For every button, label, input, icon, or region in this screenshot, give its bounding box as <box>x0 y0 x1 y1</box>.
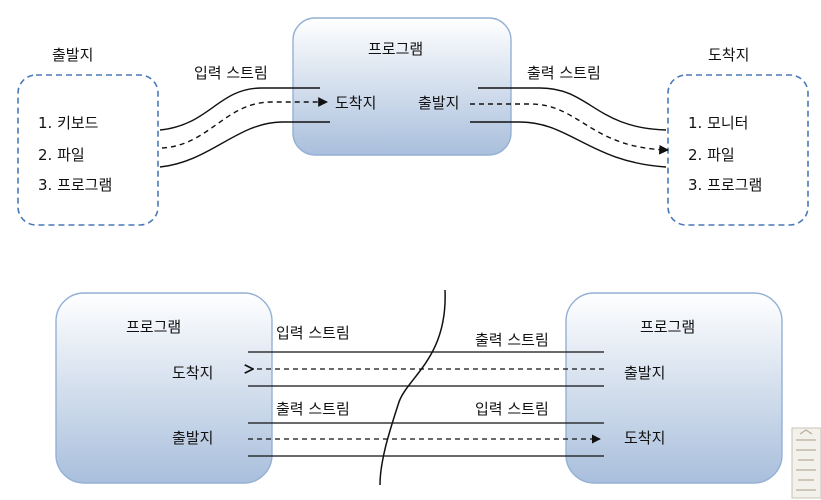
right-source-label: 출발지 <box>624 364 666 382</box>
output-stream-arrow <box>470 103 669 155</box>
left-dest-label: 도착지 <box>172 364 214 382</box>
dest-title: 도착지 <box>708 46 750 64</box>
program-box-right <box>565 292 783 484</box>
program-out-label: 출발지 <box>418 94 460 112</box>
source-title: 출발지 <box>52 46 94 64</box>
seal-stamp-image <box>791 427 821 499</box>
dest-item-monitor: 1. 모니터 <box>688 114 749 132</box>
output-stream-label-top: 출력 스트림 <box>527 64 601 82</box>
input-stream-upper-line <box>159 87 320 131</box>
source-item-keyboard: 1. 키보드 <box>38 114 99 132</box>
source-item-program: 3. 프로그램 <box>38 176 113 194</box>
dest-item-program: 3. 프로그램 <box>688 176 763 194</box>
program-box-top <box>292 17 512 156</box>
source-box <box>17 74 159 226</box>
source-item-file: 2. 파일 <box>38 146 85 164</box>
program-box-left <box>55 292 273 484</box>
right-program-title: 프로그램 <box>640 318 696 336</box>
input-stream-label-top: 입력 스트림 <box>194 64 268 82</box>
left-source-label: 출발지 <box>172 429 214 447</box>
lower-left-stream-label: 출력 스트림 <box>276 400 350 418</box>
input-stream-lower-line <box>159 121 330 168</box>
network-boundary-curve <box>379 289 446 486</box>
output-stream-upper-line <box>478 87 667 131</box>
program-in-label: 도착지 <box>335 94 377 112</box>
upper-left-stream-label: 입력 스트림 <box>276 324 350 342</box>
output-stream-lower-line <box>470 121 667 168</box>
lower-right-stream-label: 입력 스트림 <box>475 400 549 418</box>
upper-right-stream-label: 출력 스트림 <box>475 331 549 349</box>
dest-item-file: 2. 파일 <box>688 146 735 164</box>
program-title-top: 프로그램 <box>368 40 424 58</box>
right-dest-label: 도착지 <box>624 429 666 447</box>
input-stream-arrow <box>161 97 328 149</box>
left-program-title: 프로그램 <box>126 318 182 336</box>
